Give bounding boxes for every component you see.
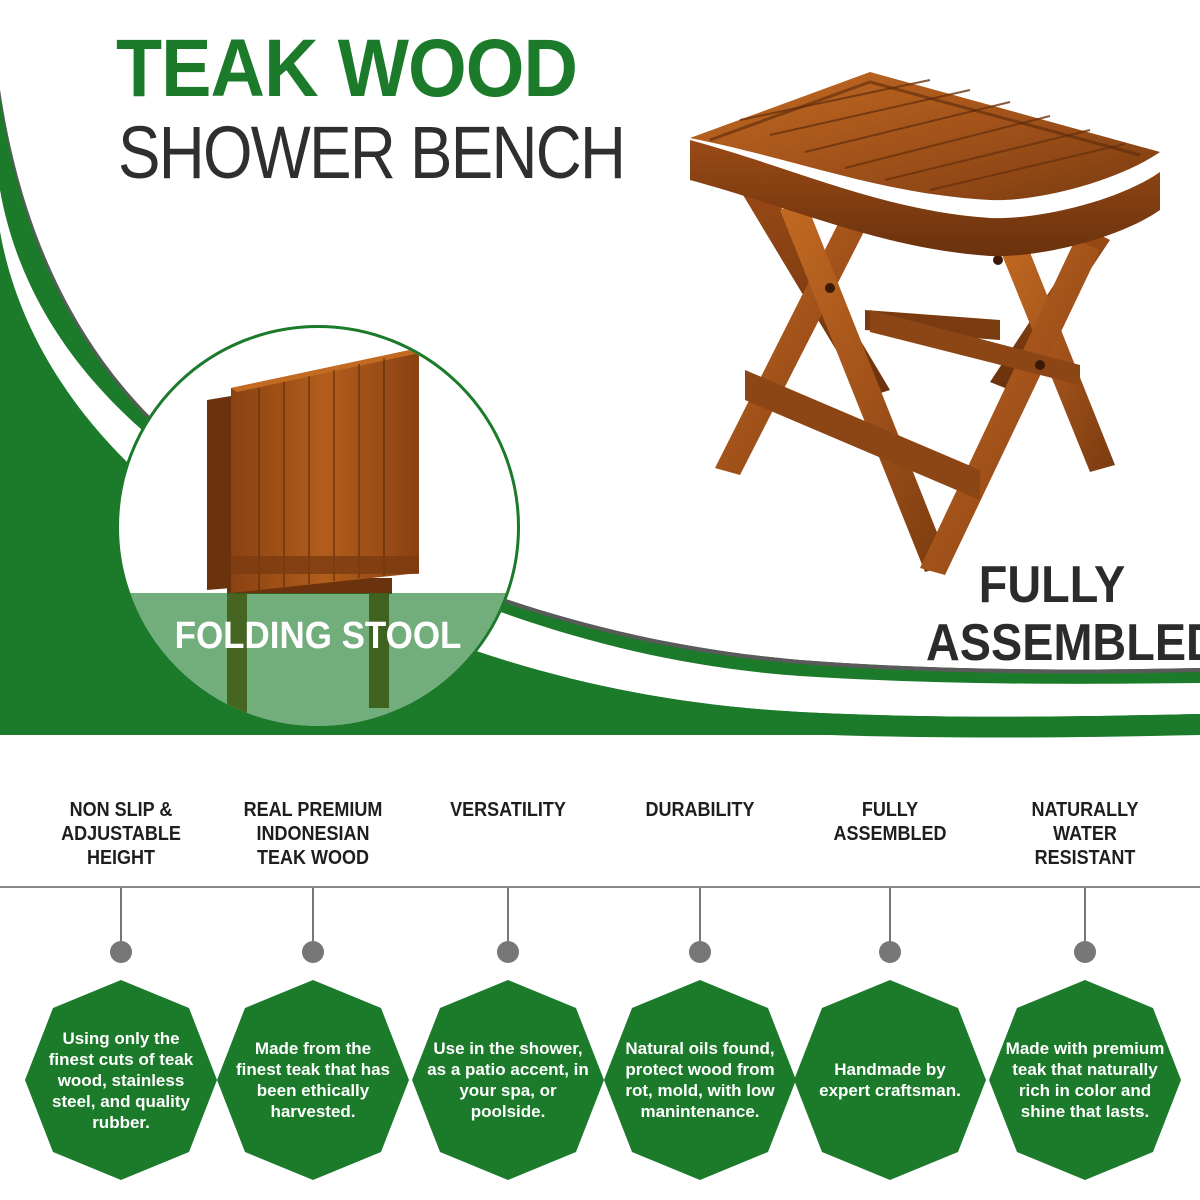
folding-stool-label: FOLDING STOOL: [174, 615, 462, 657]
feature-description-2: Made from the finest teak that has been …: [236, 1039, 390, 1121]
feature-title-3: VERSATILITY: [450, 799, 566, 821]
connector-line: [312, 888, 314, 948]
feature-description-1: Using only the finest cuts of teak wood,…: [48, 1028, 194, 1132]
feature-octagon-3: Use in the shower, as a patio accent, in…: [412, 980, 604, 1180]
connector-dot: [879, 941, 901, 963]
feature-title-5: FULLY ASSEMBLED: [833, 799, 947, 845]
connector-line: [120, 888, 122, 948]
feature-octagon-4: Natural oils found, protect wood from ro…: [604, 980, 796, 1180]
connector-dot: [497, 941, 519, 963]
connector-dot: [110, 941, 132, 963]
page-title: TEAK WOOD: [116, 23, 578, 114]
connector-dot: [302, 941, 324, 963]
fully-assembled-line1: FULLY: [978, 556, 1126, 614]
fully-assembled-callout: FULLY ASSEMBLED: [926, 556, 1200, 672]
feature-description-6: Made with premium teak that naturally ri…: [1005, 1039, 1165, 1121]
feature-title-2: REAL PREMIUM INDONESIAN TEAK WOOD: [243, 799, 383, 869]
connector-line: [507, 888, 509, 948]
connector-dot: [689, 941, 711, 963]
folding-stool-inset: FOLDING STOOL: [116, 325, 520, 729]
feature-description-4: Natural oils found, protect wood from ro…: [625, 1039, 775, 1121]
connector-dot: [1074, 941, 1096, 963]
page-subtitle: SHOWER BENCH: [118, 111, 626, 194]
feature-description-3: Use in the shower, as a patio accent, in…: [427, 1039, 589, 1121]
folding-stool-band: [119, 593, 517, 726]
teak-stool-illustration: [690, 72, 1160, 575]
connector-line: [889, 888, 891, 948]
feature-octagon-6: Made with premium teak that naturally ri…: [989, 980, 1181, 1180]
feature-octagon-5: Handmade by expert craftsman.: [794, 980, 986, 1180]
connector-line: [1084, 888, 1086, 948]
timeline-divider: [0, 886, 1200, 888]
feature-title-1: NON SLIP & ADJUSTABLE HEIGHT: [61, 799, 181, 869]
feature-description-5: Handmade by expert craftsman.: [819, 1060, 961, 1100]
feature-title-6: NATURALLY WATER RESISTANT: [1031, 799, 1139, 869]
fully-assembled-line2: ASSEMBLED: [926, 614, 1200, 672]
feature-title-4: DURABILITY: [645, 799, 755, 821]
feature-octagon-1: Using only the finest cuts of teak wood,…: [25, 980, 217, 1180]
connector-line: [699, 888, 701, 948]
feature-octagon-2: Made from the finest teak that has been …: [217, 980, 409, 1180]
